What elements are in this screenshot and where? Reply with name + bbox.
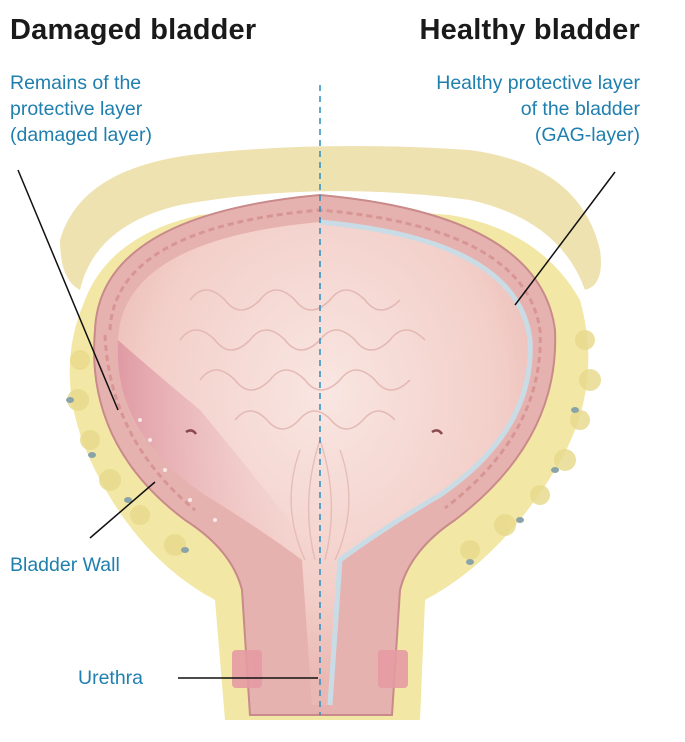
- healthy-bladder-heading: Healthy bladder: [419, 14, 640, 46]
- damaged-layer-label: Remains of the protective layer (damaged…: [10, 72, 152, 146]
- damaged-bladder-heading: Damaged bladder: [10, 14, 257, 46]
- peritoneum-cap: [60, 146, 601, 290]
- gag-layer-label: Healthy protective layer of the bladder …: [436, 72, 640, 146]
- gag-layer: [320, 219, 533, 706]
- leader-healthy: [514, 171, 616, 306]
- urethra-label: Urethra: [78, 667, 144, 689]
- bladder-lumen: [117, 222, 531, 705]
- leader-bladder-wall: [89, 481, 156, 539]
- damaged-layer-region: [117, 340, 320, 705]
- leader-remains: [17, 169, 119, 411]
- bladder-wall-label: Bladder Wall: [10, 554, 120, 576]
